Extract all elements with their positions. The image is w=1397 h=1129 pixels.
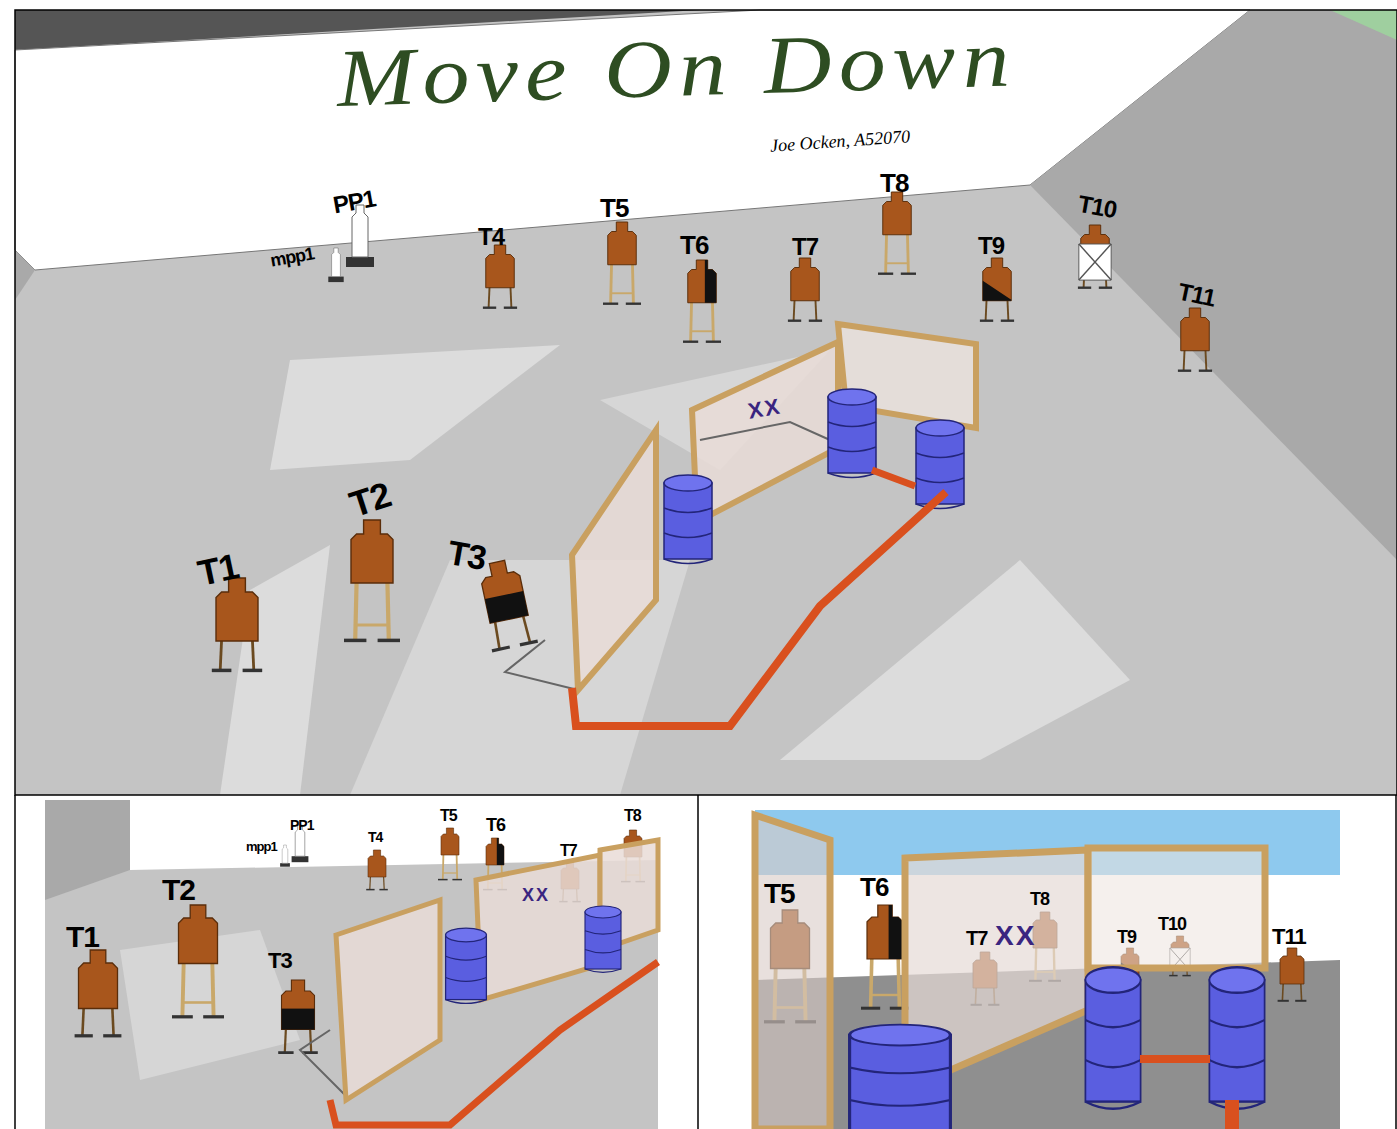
target bbox=[75, 950, 122, 1036]
target-label: T1 bbox=[66, 922, 99, 952]
target bbox=[366, 850, 388, 890]
target-label: mpp1 bbox=[246, 840, 277, 853]
sky bbox=[755, 810, 1340, 1129]
no-shoot-target bbox=[1078, 225, 1112, 288]
barrel bbox=[585, 906, 621, 972]
target-label: T8 bbox=[1030, 890, 1049, 908]
side-wall bbox=[15, 250, 35, 300]
target-label: T1 bbox=[195, 548, 242, 592]
target bbox=[483, 245, 517, 308]
target-label: T2 bbox=[162, 875, 195, 905]
target-label: T6 bbox=[680, 232, 708, 258]
target bbox=[438, 828, 462, 880]
side-wall bbox=[1030, 10, 1397, 560]
stage-title: Move On Down bbox=[335, 17, 1018, 120]
target bbox=[1278, 948, 1307, 1001]
barrel bbox=[446, 928, 487, 1003]
wall-panel bbox=[336, 900, 440, 1100]
target-label: T7 bbox=[560, 843, 577, 859]
barrel bbox=[1085, 967, 1140, 1109]
target-label: T6 bbox=[860, 874, 888, 900]
target-label: T11 bbox=[1272, 926, 1306, 948]
back-wall bbox=[15, 10, 1250, 270]
wall-panel bbox=[692, 342, 838, 522]
target-label: T6 bbox=[486, 816, 505, 834]
wall-support bbox=[300, 1030, 345, 1095]
mini-popper bbox=[280, 845, 290, 867]
target-label: T9 bbox=[978, 234, 1004, 258]
target-label: T7 bbox=[792, 235, 818, 259]
shooter-view bbox=[755, 810, 1340, 1129]
fault-line bbox=[572, 492, 946, 726]
target-label: T5 bbox=[764, 880, 795, 908]
target bbox=[980, 258, 1014, 321]
wall-panel bbox=[476, 855, 600, 1000]
fault-line bbox=[330, 962, 658, 1125]
target bbox=[788, 258, 822, 321]
target-label: XX bbox=[746, 395, 783, 422]
target-label: T9 bbox=[1117, 928, 1136, 946]
target bbox=[212, 578, 262, 670]
floor bbox=[45, 800, 658, 1129]
target-label: XX bbox=[522, 886, 550, 904]
barrel bbox=[828, 389, 876, 478]
fault-line bbox=[1225, 1100, 1239, 1129]
target-label: T7 bbox=[966, 928, 987, 948]
target-label: T4 bbox=[368, 830, 382, 844]
target bbox=[603, 222, 641, 304]
barrel bbox=[1209, 967, 1264, 1109]
target-label: T8 bbox=[880, 170, 908, 196]
mini-popper bbox=[328, 248, 343, 282]
wall-panel bbox=[755, 815, 830, 1129]
target-label: PP1 bbox=[290, 818, 313, 832]
grass bbox=[1330, 10, 1397, 40]
target-label: T10 bbox=[1158, 915, 1186, 933]
floor-patch bbox=[270, 345, 560, 470]
barrel bbox=[664, 475, 712, 564]
wall-support bbox=[505, 640, 578, 690]
target-label: T4 bbox=[478, 225, 504, 249]
target-label: T3 bbox=[268, 950, 292, 972]
target bbox=[683, 260, 721, 342]
side-view-left bbox=[45, 800, 658, 1129]
target bbox=[878, 192, 916, 274]
side-wall bbox=[45, 800, 130, 900]
target-label: T5 bbox=[600, 195, 628, 221]
fault-line bbox=[872, 470, 915, 486]
target bbox=[344, 520, 400, 640]
floor bbox=[15, 10, 1397, 795]
target bbox=[172, 905, 224, 1017]
target-label: XX bbox=[995, 922, 1036, 950]
barrel bbox=[850, 1025, 951, 1129]
wall-support bbox=[700, 422, 830, 440]
top-view bbox=[15, 10, 1397, 795]
target bbox=[1178, 308, 1212, 371]
target-label: T5 bbox=[440, 808, 457, 824]
wall-panel bbox=[572, 430, 656, 690]
target bbox=[474, 557, 538, 651]
fault-line bbox=[1140, 1055, 1210, 1063]
window-panel bbox=[1088, 848, 1265, 968]
target-label: T8 bbox=[624, 808, 641, 824]
target-label: T3 bbox=[445, 535, 488, 575]
target-label: T10 bbox=[1076, 192, 1118, 222]
